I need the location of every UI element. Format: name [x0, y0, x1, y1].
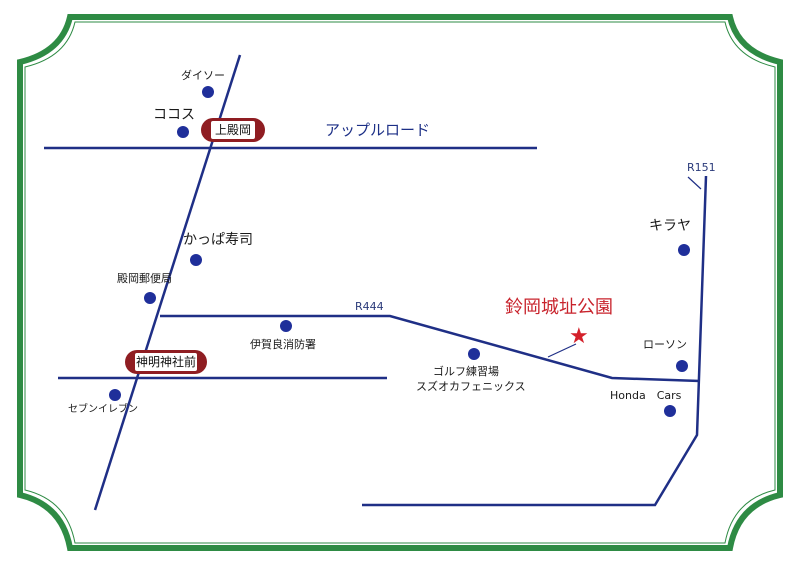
daiso-marker-icon: [202, 86, 214, 98]
daiso-label: ダイソー: [181, 69, 225, 82]
seven-eleven-label: セブンイレブン: [68, 404, 138, 415]
lawson-marker-icon: [676, 360, 688, 372]
fire-station-marker-icon: [280, 320, 292, 332]
destination-star-icon: ★: [569, 324, 589, 349]
r444-label: R444: [355, 300, 384, 313]
map-title: 鈴岡城址公園: [505, 297, 613, 318]
r151-leader-line: [687, 176, 702, 190]
kiraya-label: キラヤ: [649, 218, 691, 234]
kappa-sushi-marker-icon: [190, 254, 202, 266]
cocos-label: ココス: [153, 107, 195, 123]
kiraya-marker-icon: [678, 244, 690, 256]
station-label-shinmei-jinjamae: 神明神社前: [135, 353, 197, 371]
honda-cars-marker-icon: [664, 405, 676, 417]
apple-road-label: アップルロード: [325, 121, 431, 139]
title-leader-line: [547, 343, 577, 358]
seven-eleven-marker-icon: [109, 389, 121, 401]
cocos-marker-icon: [177, 126, 189, 138]
kappa-sushi-label: かっぱ寿司: [183, 232, 253, 248]
station-badge-kami-tonooka: 上殿岡: [201, 118, 265, 142]
fire-station-label: 伊賀良消防署: [250, 338, 316, 351]
honda-cars-label: Honda Cars: [610, 389, 682, 402]
post-office-marker-icon: [144, 292, 156, 304]
r444-road: [160, 314, 701, 383]
post-office-label: 殿岡郵便局: [117, 272, 172, 285]
station-label-kami-tonooka: 上殿岡: [211, 121, 255, 139]
frame-inner-line: [24, 21, 776, 544]
road-network: [44, 54, 708, 511]
golf-range-label-line1: ゴルフ練習場: [433, 365, 499, 378]
lawson-label: ローソン: [643, 338, 687, 351]
r151-road: [362, 175, 708, 507]
station-badge-shinmei-jinjamae: 神明神社前: [125, 350, 207, 374]
golf-range-label-line2: スズオカフェニックス: [416, 380, 526, 393]
r151-label: R151: [687, 161, 716, 174]
golf-range-marker-icon: [468, 348, 480, 360]
